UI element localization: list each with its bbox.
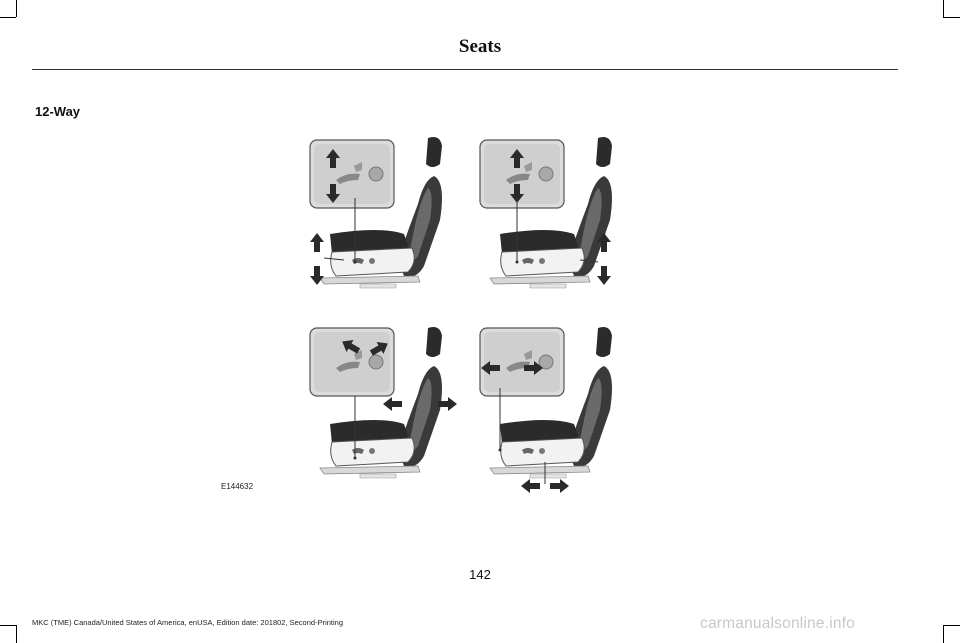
page-title: Seats xyxy=(458,36,502,57)
crop-mark-top-right-h xyxy=(943,17,960,18)
crop-mark-top-right-v xyxy=(943,0,944,17)
crop-mark-top-left-h xyxy=(0,17,16,18)
crop-mark-bottom-right-v xyxy=(943,625,944,643)
crop-mark-top-left-v xyxy=(16,0,17,17)
crop-mark-bottom-right-h xyxy=(943,625,960,626)
watermark: carmanualsonline.info xyxy=(700,615,855,632)
section-subheading: 12-Way xyxy=(35,104,81,119)
crop-mark-bottom-left-v xyxy=(16,625,17,643)
header-rule xyxy=(32,69,898,70)
seat-top-right xyxy=(479,136,613,289)
seat-bottom-left xyxy=(309,326,457,479)
seat-bottom-right xyxy=(479,326,613,493)
seat-adjustment-illustration xyxy=(309,136,613,493)
footer-text: MKC (TME) Canada/United States of Americ… xyxy=(32,618,343,627)
page-number: 142 xyxy=(469,567,491,582)
seat-top-left xyxy=(309,136,443,289)
figure-code: E144632 xyxy=(221,482,254,491)
crop-mark-bottom-left-h xyxy=(0,625,16,626)
